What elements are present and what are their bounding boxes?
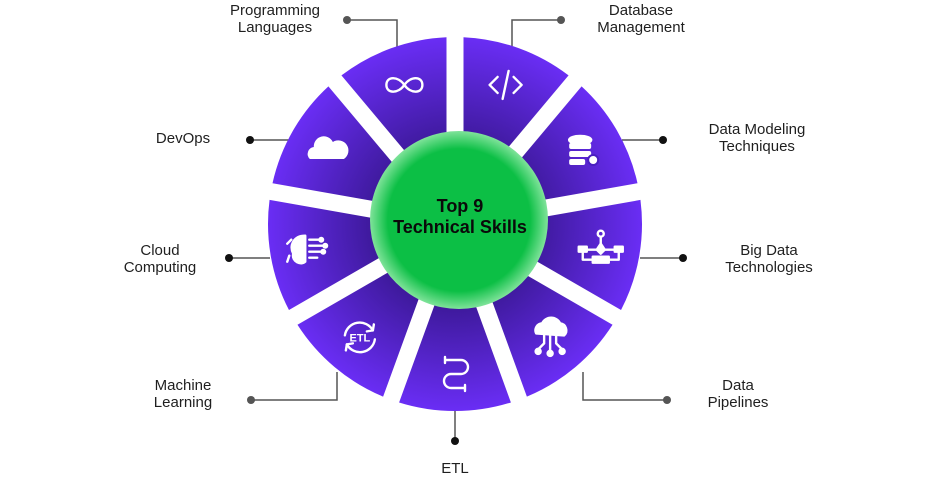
label-line: Big Data bbox=[740, 242, 798, 259]
leader-dot bbox=[451, 437, 459, 445]
leader-dot bbox=[557, 16, 565, 24]
label-etl: ETL bbox=[375, 460, 535, 477]
leader-lines bbox=[225, 16, 687, 445]
label-devops: DevOps bbox=[103, 130, 263, 147]
leader-line bbox=[251, 372, 338, 401]
segment-etl bbox=[297, 271, 420, 397]
center-title-line1: Top 9 bbox=[436, 196, 484, 216]
leader-dot bbox=[246, 136, 254, 144]
leader-dot bbox=[659, 136, 667, 144]
label-line: Machine bbox=[154, 377, 212, 394]
label-line: Computing bbox=[123, 259, 197, 276]
center-circle bbox=[370, 131, 548, 309]
icons: ETL bbox=[286, 69, 624, 393]
brain-circuit-icon bbox=[286, 234, 329, 265]
segment-data-modeling bbox=[528, 199, 642, 311]
infinity-icon bbox=[385, 76, 424, 93]
cloud-icon bbox=[307, 136, 349, 159]
label-line: Programming bbox=[229, 2, 321, 19]
label-line: Learning bbox=[153, 394, 213, 411]
leader-line bbox=[511, 19, 561, 46]
label-line: Data Modeling bbox=[708, 121, 806, 138]
label-line: Database bbox=[608, 2, 674, 19]
segment-data bbox=[399, 301, 511, 411]
flowchart-icon bbox=[577, 229, 624, 264]
pipeline-icon bbox=[442, 355, 470, 393]
segment-programming bbox=[463, 37, 569, 158]
database-gear-icon bbox=[567, 134, 600, 166]
label-line: Management bbox=[597, 19, 685, 36]
label-line: Technologies bbox=[725, 259, 813, 276]
segments bbox=[267, 37, 642, 411]
leader-line bbox=[582, 372, 667, 401]
svg-text:ETL: ETL bbox=[349, 332, 370, 344]
segment-machine bbox=[267, 199, 382, 311]
label-line: Cloud bbox=[140, 242, 180, 259]
leader-dot bbox=[679, 254, 687, 262]
center-title-line2: Technical Skills bbox=[393, 217, 527, 237]
label-line: Data bbox=[722, 377, 754, 394]
leader-dot bbox=[343, 16, 351, 24]
leader-dot bbox=[663, 396, 671, 404]
cloud-network-icon bbox=[534, 316, 568, 358]
leader-dot bbox=[225, 254, 233, 262]
center-title: Top 9 Technical Skills bbox=[375, 196, 545, 238]
leader-line bbox=[347, 19, 398, 48]
code-icon bbox=[488, 69, 523, 101]
label-line: ETL bbox=[441, 460, 469, 477]
label-line: DevOps bbox=[155, 130, 211, 147]
leader-dot bbox=[247, 396, 255, 404]
label-line: Pipelines bbox=[707, 394, 769, 411]
label-line: Techniques bbox=[719, 138, 795, 155]
etl-cycle-icon: ETL bbox=[343, 321, 377, 354]
label-line: Languages bbox=[237, 19, 313, 36]
segment-devops bbox=[341, 37, 447, 158]
